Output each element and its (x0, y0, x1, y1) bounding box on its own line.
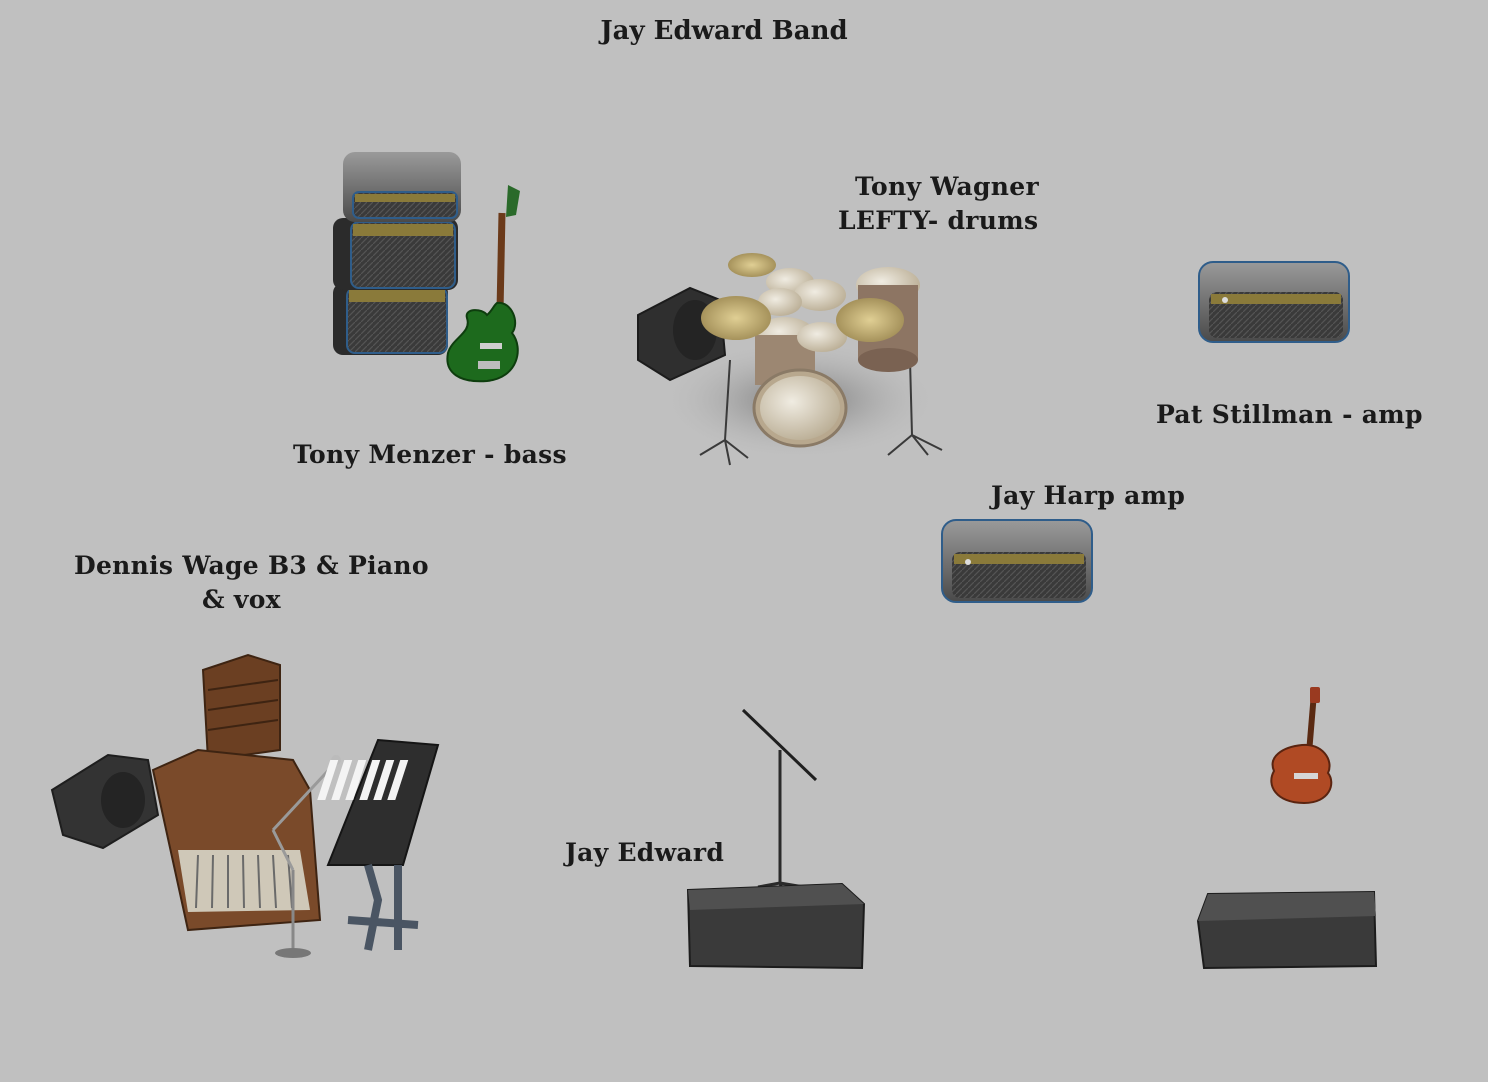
drum-kit-icon (637, 253, 943, 466)
harp-amp-icon (941, 519, 1093, 603)
keys-label-name: Dennis Wage B3 & Piano (74, 551, 429, 580)
monitor-wedge-icon (686, 882, 866, 970)
drums-label-name: Tony Wagner (855, 172, 1039, 201)
monitor-wedge-icon (1196, 890, 1378, 970)
bass-guitar-icon (446, 185, 520, 383)
pat-amp-label: Pat Stillman - amp (1156, 400, 1423, 429)
keys-label-role: & vox (202, 585, 281, 614)
electric-guitar-icon (1270, 687, 1333, 805)
guitar-amp-icon (1198, 261, 1350, 343)
bass-label: Tony Menzer - bass (293, 440, 567, 469)
organ-keyboard-rig-icon (50, 653, 440, 958)
mic-stand-icon (741, 708, 818, 890)
bass-amp-stack-icon (333, 152, 461, 355)
stage-plot-title: Jay Edward Band (600, 16, 848, 46)
harp-amp-label: Jay Harp amp (991, 481, 1186, 510)
drums-label-role: LEFTY- drums (838, 206, 1039, 235)
jay-edward-label: Jay Edward (565, 838, 725, 867)
